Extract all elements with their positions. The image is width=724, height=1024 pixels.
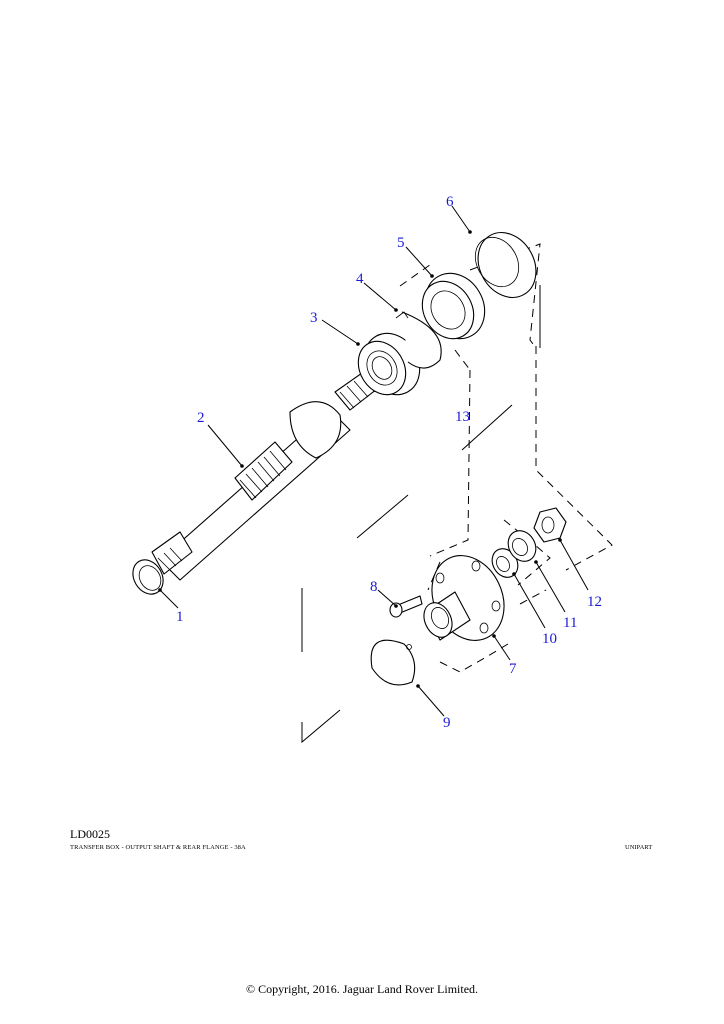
output-shaft [136,365,387,590]
callout-11: 11 [563,615,577,631]
callout-8: 8 [370,579,378,595]
circlip-9 [370,639,416,686]
callout-10: 10 [542,631,557,647]
callout-2: 2 [197,410,205,426]
callouts: 1 2 3 4 5 6 7 8 9 10 11 12 13 [176,194,602,731]
bearing-5 [421,272,486,340]
callout-12: 12 [587,594,602,610]
callout-1: 1 [176,609,184,625]
brand-label: UNIPART [625,844,653,851]
nut-12 [533,507,567,543]
circlip-1 [132,559,164,595]
leader-lines [158,205,589,717]
callout-6: 6 [446,194,454,210]
callout-3: 3 [310,310,318,326]
callout-5: 5 [397,235,405,251]
seal-6 [474,232,537,298]
callout-7: 7 [509,661,517,677]
diagram-reference-code: LD0025 [70,827,110,841]
copyright-notice: © Copyright, 2016. Jaguar Land Rover Lim… [245,982,479,996]
callout-9: 9 [443,715,451,731]
callout-13: 13 [455,409,470,425]
bolt-8 [389,595,423,618]
flange-7 [423,555,505,641]
callout-4: 4 [356,271,364,287]
diagram-caption: TRANSFER BOX - OUTPUT SHAFT & REAR FLANG… [70,844,246,851]
snap-ring-4 [395,311,442,369]
guide-lines [301,243,613,744]
washer-11 [507,530,537,562]
